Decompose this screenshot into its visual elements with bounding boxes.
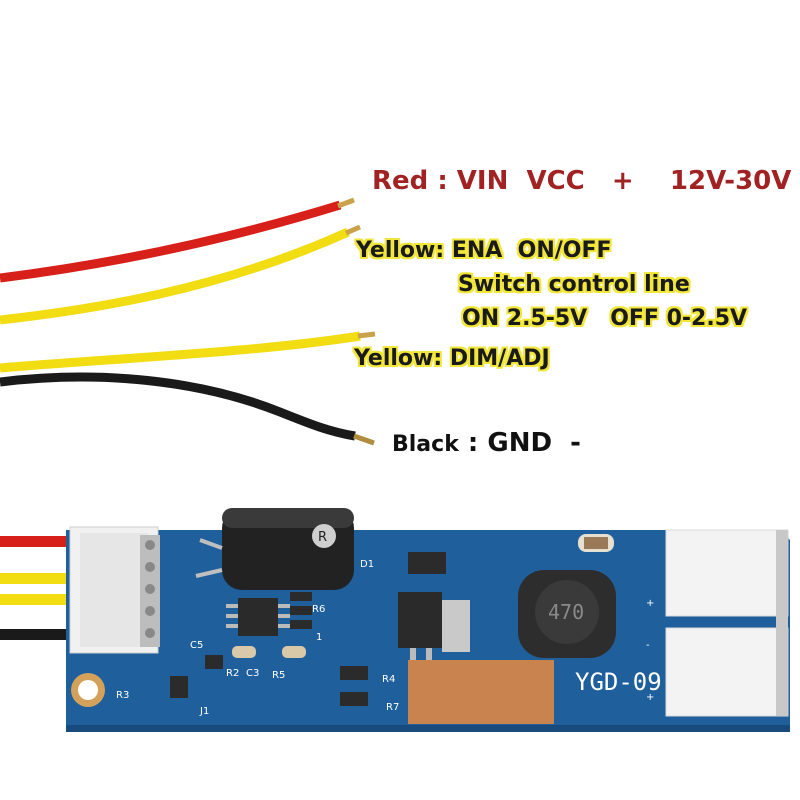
- ic-chip: [226, 598, 290, 636]
- black-label-sep: :: [467, 428, 479, 458]
- silk-c3: C3: [246, 668, 259, 679]
- black-wire-tip: [353, 433, 375, 446]
- yellow-ena-label: Yellow: ENA ON/OFF: [356, 238, 612, 263]
- inductor-code-text: 470: [548, 600, 584, 624]
- svg-text:R: R: [318, 530, 327, 545]
- red-wire-label: Red : VIN VCC + 12V-30V: [372, 166, 791, 196]
- yellow-ena-name: Yellow: [356, 238, 436, 263]
- mosfet: [398, 592, 470, 662]
- svg-text:-: -: [646, 640, 650, 651]
- red-label-name: Red: [372, 166, 429, 196]
- red-label-sep: :: [437, 166, 448, 196]
- inductor-icon: 470: [518, 570, 616, 658]
- silk-r7: R7: [386, 702, 399, 713]
- svg-text:+: +: [646, 598, 654, 609]
- yellow-wire-ena: [0, 227, 350, 325]
- silk-r6: R6: [312, 604, 325, 615]
- yellow-ena-line3: ON 2.5-5V OFF 0-2.5V: [462, 306, 748, 331]
- silk-r5: R5: [272, 670, 285, 681]
- svg-text:+: +: [646, 692, 654, 703]
- pcb-edge: [66, 725, 790, 732]
- yellow-dim-sep: :: [433, 346, 443, 371]
- yellow-dim-name: Yellow: [354, 346, 434, 371]
- silk-1: 1: [316, 632, 322, 643]
- capacitor-icon: R: [195, 508, 354, 590]
- black-label-desc: GND -: [487, 428, 581, 458]
- board-model-text: YGD-09: [575, 668, 662, 696]
- black-wire: [0, 372, 356, 441]
- wires: [0, 197, 376, 640]
- yellow-wire-ena-tip: [345, 224, 361, 236]
- black-wire-label: Black : GND -: [392, 428, 581, 458]
- yellow-wire-dim: [0, 331, 361, 373]
- yellow-dim-desc: DIM/ADJ: [449, 346, 550, 371]
- silk-j1: J1: [199, 706, 209, 717]
- lower-yellow-wire-1: [0, 573, 72, 584]
- red-wire: [0, 200, 342, 283]
- yellow-ena-sep: :: [435, 238, 445, 263]
- silk-r4: R4: [382, 674, 395, 685]
- lower-black-wire: [0, 629, 72, 640]
- silk-r3: R3: [116, 690, 129, 701]
- lower-red-wire: [0, 536, 72, 547]
- yellow-ena-desc: ENA ON/OFF: [451, 238, 612, 263]
- yellow-ena-line2: Switch control line: [458, 272, 690, 297]
- yellow-dim-label: Yellow: DIM/ADJ: [354, 346, 550, 371]
- red-label-desc: VIN VCC + 12V-30V: [456, 166, 792, 196]
- output-connector-top: [665, 529, 789, 617]
- silk-c5: C5: [190, 640, 203, 651]
- yellow-wire-dim-tip: [357, 331, 376, 339]
- black-label-name: Black: [392, 432, 459, 457]
- connector-icon: [69, 526, 160, 654]
- silk-d1: D1: [360, 559, 374, 570]
- output-connector-bottom: [665, 627, 789, 717]
- silk-r2: R2: [226, 668, 239, 679]
- copper-pad: [408, 660, 554, 724]
- lower-yellow-wire-2: [0, 594, 72, 605]
- red-wire-tip: [337, 197, 355, 209]
- pcb-board: R: [66, 508, 790, 732]
